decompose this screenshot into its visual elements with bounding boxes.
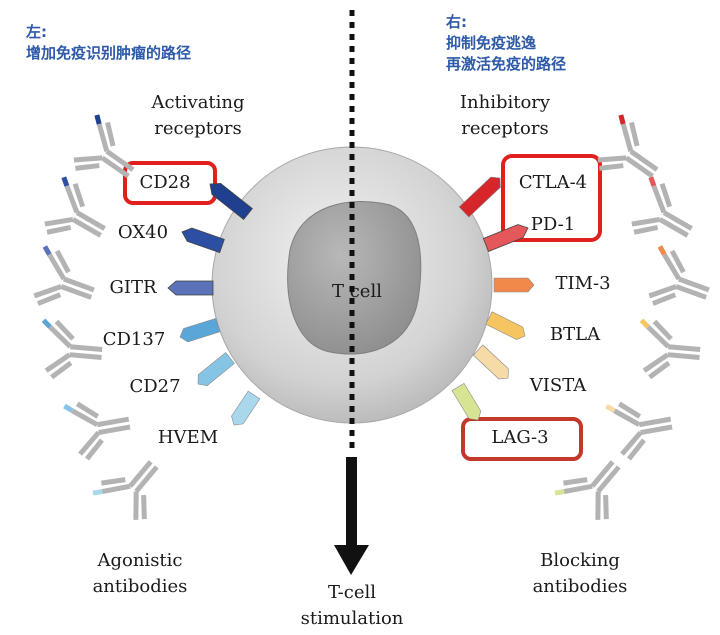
activating-receptor-ox40 (181, 227, 225, 254)
agonistic-antibody-2 (44, 176, 106, 238)
agonistic-antibody-6 (92, 460, 159, 520)
agonistic-label-line1: Agonistic (96, 550, 182, 571)
receptor-label-tim3: TIM-3 (555, 273, 610, 294)
blocking-antibody-3 (648, 245, 710, 306)
activating-receptor-cd137 (179, 317, 221, 343)
blocking-antibody-1 (597, 114, 659, 179)
left-note-text: 增加免疫识别肿瘤的路径 (26, 44, 191, 62)
highlight-box-ctla4-pd1 (501, 154, 602, 242)
inhibitory-receptor-lag3 (451, 382, 482, 421)
agonistic-antibody-4 (41, 318, 103, 380)
activating-receptor-hvem (231, 390, 261, 426)
receptor-label-cd28: CD28 (139, 172, 190, 193)
activating-header-line1: Activating (150, 92, 244, 113)
blocking-label-line1: Blocking (540, 550, 620, 571)
receptor-label-lag3: LAG-3 (491, 427, 548, 448)
right-note-line2: 再激活免疫的路径 (446, 55, 566, 73)
receptor-label-ctla4: CTLA-4 (519, 172, 587, 193)
stimulation-label-line1: T-cell (328, 582, 376, 603)
agonistic-antibody-5 (63, 401, 131, 461)
inhibitory-receptor-vista (472, 344, 509, 380)
highlight-box-lag3 (461, 417, 583, 461)
stimulation-label-line2: stimulation (301, 608, 404, 629)
inhibitory-receptor-tim3 (493, 277, 535, 293)
receptor-label-cd27: CD27 (129, 376, 180, 397)
cell-label: T cell (332, 281, 382, 302)
activating-header-line2: receptors (154, 118, 241, 139)
blocking-antibody-5 (605, 401, 673, 461)
receptor-label-gitr: GITR (109, 277, 156, 298)
blocking-label-line2: antibodies (533, 576, 628, 597)
highlight-box-cd28 (123, 161, 217, 205)
agonistic-antibody-3 (33, 245, 95, 306)
receptor-label-cd137: CD137 (103, 329, 166, 350)
right-note-title: 右: (446, 13, 467, 31)
activating-receptor-cd27 (197, 352, 235, 386)
agonistic-label-line2: antibodies (93, 576, 188, 597)
inhibitory-receptor-btla (485, 311, 526, 340)
blocking-antibody-2 (631, 176, 693, 238)
receptor-label-vista: VISTA (529, 375, 587, 396)
receptor-label-ox40: OX40 (118, 222, 168, 243)
activating-receptor-cd28 (209, 183, 253, 221)
blocking-antibody-6 (554, 460, 621, 520)
stimulation-arrow (334, 457, 369, 575)
right-note-line1: 抑制免疫逃逸 (446, 34, 536, 52)
activating-receptor-gitr (167, 280, 214, 296)
receptor-label-hvem: HVEM (158, 427, 218, 448)
inhibitory-header-line1: Inhibitory (460, 92, 551, 113)
inhibitory-header-line2: receptors (461, 118, 548, 139)
receptor-label-pd1: PD-1 (531, 214, 575, 235)
receptor-label-btla: BTLA (550, 324, 601, 345)
agonistic-antibody-1 (73, 114, 135, 179)
inhibitory-receptor-pd1 (482, 224, 529, 253)
left-note-title: 左: (25, 23, 47, 41)
blocking-antibody-4 (639, 318, 701, 380)
inhibitory-receptor-ctla4 (458, 176, 501, 218)
